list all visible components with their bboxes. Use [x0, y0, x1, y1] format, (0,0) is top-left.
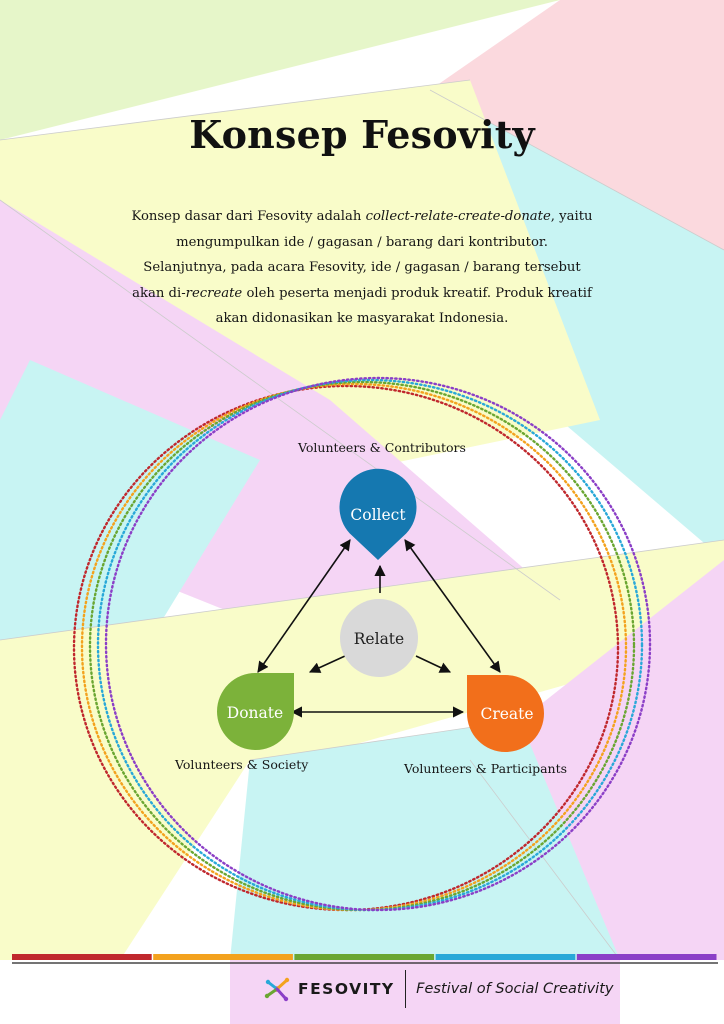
stripe-segment	[153, 954, 293, 960]
page-title: Konsep Fesovity	[189, 112, 535, 157]
flow-arrows	[257, 539, 501, 718]
bg-shape	[230, 720, 620, 960]
footer-stripe	[12, 954, 718, 964]
stripe-segment	[435, 954, 576, 960]
bg-shape	[0, 360, 260, 700]
collect-label: Collect	[350, 506, 406, 524]
desc-line-2: mengumpulkan ide / gagasan / barang dari…	[176, 234, 548, 250]
concept-diagram: Collect Relate Donate Create	[72, 376, 652, 912]
arrow-relate-donate	[308, 655, 346, 673]
relate-shape	[340, 599, 418, 677]
dotted-ring	[104, 376, 652, 912]
bg-shape	[230, 960, 620, 1024]
bg-shape	[0, 0, 560, 140]
fesovity-logo-icon	[264, 977, 290, 1002]
brand-name: FESOVITY	[298, 980, 395, 998]
arrow-collect-donate	[257, 539, 351, 673]
node-relate: Relate	[340, 599, 418, 677]
create-label: Create	[480, 705, 533, 723]
caption-donate: Volunteers & Society	[175, 757, 309, 772]
node-donate: Donate	[217, 672, 295, 750]
stripe-segment	[294, 954, 435, 960]
node-collect: Collect	[339, 468, 417, 560]
footer-divider	[404, 970, 407, 1008]
node-create: Create	[466, 674, 544, 752]
caption-create: Volunteers & Participants	[404, 761, 568, 776]
bg-shape	[430, 0, 724, 250]
bg-shape	[0, 960, 230, 1024]
donate-shape	[217, 672, 295, 750]
relate-label: Relate	[354, 630, 404, 648]
collect-shape	[339, 468, 417, 560]
footer-logo: FESOVITY Festival of Social Creativity	[262, 970, 614, 1008]
stripe-segment	[576, 954, 717, 960]
arrow-collect-create	[404, 539, 501, 673]
donate-label: Donate	[227, 704, 283, 722]
stripe-segment	[12, 954, 152, 960]
dotted-ring	[88, 380, 636, 912]
desc-line-5: akan didonasikan ke masyarakat Indonesia…	[215, 311, 509, 326]
description: Konsep dasar dari Fesovity adalah collec…	[120, 204, 604, 332]
desc-line-3: Selanjutnya, pada acara Fesovity, ide / …	[143, 260, 581, 275]
bg-shape	[0, 760, 250, 960]
arrow-relate-create	[415, 655, 452, 673]
caption-collect: Volunteers & Contributors	[298, 440, 466, 455]
desc-line-1: Konsep dasar dari Fesovity adalah collec…	[131, 209, 593, 224]
create-shape	[466, 674, 544, 752]
dotted-rings	[72, 376, 652, 912]
tagline: Festival of Social Creativity	[416, 981, 614, 997]
desc-line-4: akan di-recreate oleh peserta menjadi pr…	[132, 285, 592, 301]
